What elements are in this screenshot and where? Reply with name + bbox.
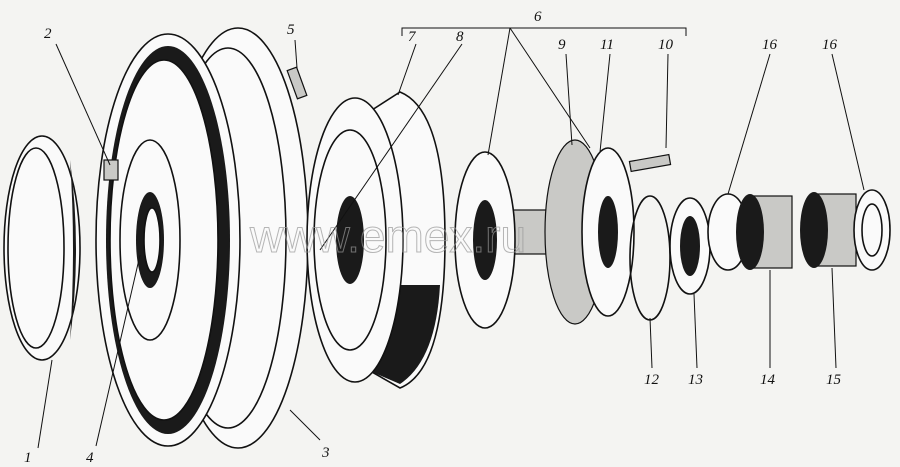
- label-9: 9: [558, 37, 566, 53]
- label-11: 11: [600, 37, 614, 53]
- label-2: 2: [44, 26, 52, 42]
- part-wheel-disc: [95, 27, 309, 449]
- label-1: 1: [24, 450, 32, 466]
- part-valve: [286, 66, 308, 100]
- label-14: 14: [760, 372, 776, 388]
- part-nut: [103, 159, 119, 181]
- label-5: 5: [287, 22, 295, 38]
- part-bolt: [628, 153, 672, 173]
- label-10: 10: [658, 37, 674, 53]
- label-12: 12: [644, 372, 660, 388]
- part-washer-outer: [853, 189, 891, 271]
- part-hub-cap: [3, 135, 81, 361]
- label-3: 3: [321, 445, 330, 461]
- watermark: www.emex.ru: [249, 210, 526, 262]
- label-4: 4: [86, 450, 94, 466]
- part-brake-drum: [306, 91, 446, 389]
- label-8: 8: [456, 29, 464, 45]
- label-13: 13: [688, 372, 703, 388]
- label-16-outer-washer: 16: [822, 37, 838, 53]
- label-16-washer: 16: [762, 37, 778, 53]
- label-6: 6: [534, 9, 542, 25]
- label-15: 15: [826, 372, 842, 388]
- part-retaining-ring: [629, 195, 671, 321]
- label-7: 7: [408, 29, 417, 45]
- leader-lines: [37, 27, 865, 449]
